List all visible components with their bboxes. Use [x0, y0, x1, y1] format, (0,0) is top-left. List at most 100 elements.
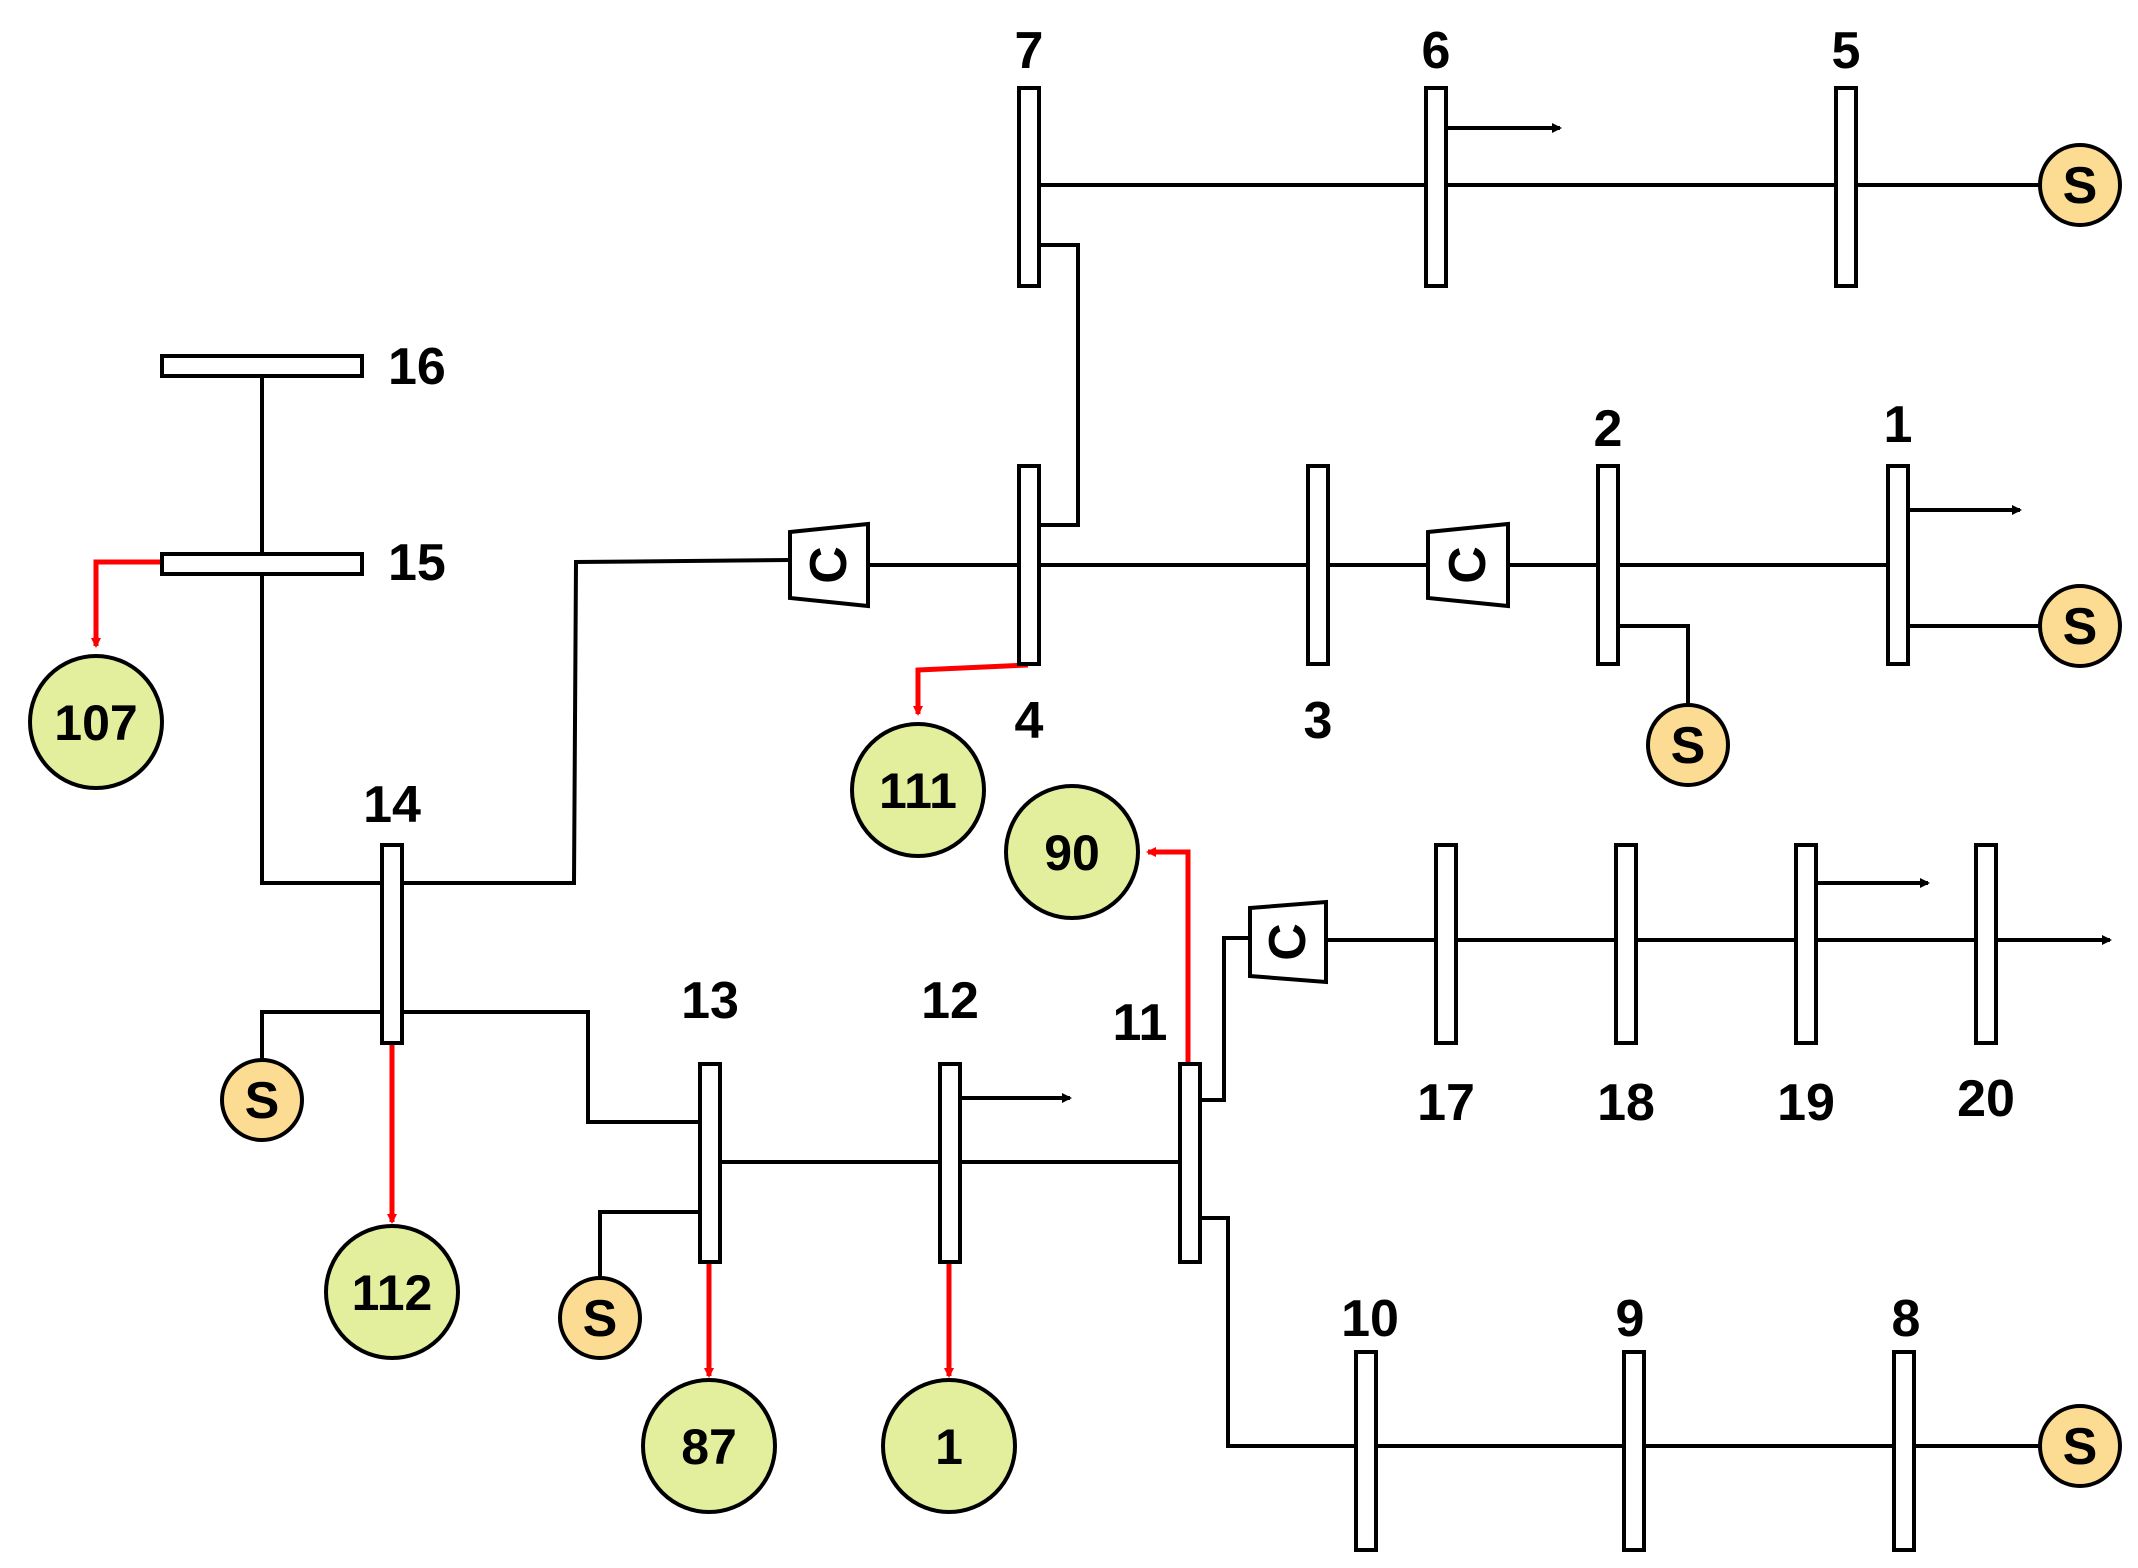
bus-label-16: 16: [388, 338, 446, 396]
compensator-label: C: [1259, 923, 1317, 961]
external-node-label: 112: [352, 1265, 433, 1321]
bus-label-15: 15: [388, 534, 446, 592]
bus-label-4: 4: [1015, 692, 1044, 750]
bus-9[interactable]: [1622, 1350, 1646, 1552]
external-node-label: 1: [935, 1419, 963, 1475]
external-node-label: 111: [879, 763, 957, 819]
bus-1[interactable]: [1886, 464, 1910, 666]
source-circle: [2038, 143, 2122, 227]
source-bus-5[interactable]: S: [2038, 143, 2122, 227]
line-14-c1: [392, 558, 791, 885]
external-node-90[interactable]: 90: [1004, 784, 1140, 920]
source-label: S: [2063, 1418, 2098, 1476]
bus-6[interactable]: [1424, 86, 1448, 288]
bus-19[interactable]: [1794, 843, 1818, 1045]
compensator-shape: [788, 521, 870, 609]
compensator-3-2[interactable]: C: [1426, 521, 1510, 609]
bus-16[interactable]: [160, 354, 364, 378]
bus-3[interactable]: [1306, 464, 1330, 666]
bus-13[interactable]: [698, 1062, 722, 1264]
bus-18[interactable]: [1614, 843, 1638, 1045]
external-node-circle: [850, 722, 986, 858]
bus-20[interactable]: [1974, 843, 1998, 1045]
bus-10[interactable]: [1354, 1350, 1378, 1552]
bus-17[interactable]: [1434, 843, 1458, 1045]
bus-label-7: 7: [1015, 22, 1044, 80]
source-label: S: [2063, 598, 2098, 656]
source-circle: [2038, 1404, 2122, 1488]
source-circle: [2038, 584, 2122, 668]
wires: [260, 123, 2112, 1448]
source-bus-8[interactable]: S: [2038, 1404, 2122, 1488]
tie-line-4-111: [913, 662, 1029, 716]
compensator-shape: [1248, 899, 1328, 985]
tie-line-11-90: [1146, 847, 1191, 1062]
line-7-4: [1035, 243, 1080, 527]
line-13-source: [598, 1210, 700, 1278]
source-label: S: [245, 1072, 280, 1130]
external-node-label: 107: [54, 695, 137, 751]
source-circle: [220, 1058, 304, 1142]
bus-4[interactable]: [1017, 464, 1041, 666]
bus-14[interactable]: [380, 843, 404, 1045]
external-node-circle: [324, 1224, 460, 1360]
compensators: C C C: [788, 521, 1510, 985]
bus-label-1: 1: [1884, 396, 1913, 454]
bus-labels: 7 6 5 16 15 4 3 2 1 14 13 12 11 17 18 19…: [363, 22, 2015, 1348]
line-16-14: [260, 372, 384, 885]
sources: S S S S S S: [220, 143, 2122, 1488]
bus-label-9: 9: [1616, 1290, 1645, 1348]
line-11-c3: [1198, 936, 1250, 1102]
line-2-source: [1612, 624, 1690, 705]
external-node-label: 87: [681, 1419, 737, 1475]
bus-label-11: 11: [1113, 994, 1168, 1052]
external-node-circle: [1004, 784, 1140, 920]
source-label: S: [1671, 717, 1706, 775]
source-bus-1[interactable]: S: [2038, 584, 2122, 668]
source-circle: [558, 1276, 642, 1360]
bus-label-14: 14: [363, 776, 421, 834]
external-node-111[interactable]: 111: [850, 722, 986, 858]
line-14-13: [392, 1010, 700, 1124]
bus-label-3: 3: [1304, 692, 1333, 750]
line-11-10: [1198, 1216, 1364, 1448]
line-14-source: [260, 1010, 384, 1060]
source-label: S: [583, 1290, 618, 1348]
buses: [160, 86, 1998, 1552]
bus-label-8: 8: [1892, 1290, 1921, 1348]
bus-8[interactable]: [1892, 1350, 1916, 1552]
compensator-label: C: [800, 546, 858, 584]
bus-label-19: 19: [1777, 1074, 1835, 1132]
source-circle: [1646, 703, 1730, 787]
source-bus-14[interactable]: S: [220, 1058, 304, 1142]
compensator-label: C: [1439, 546, 1497, 584]
bus-label-13: 13: [681, 972, 739, 1030]
external-node-1[interactable]: 1: [881, 1378, 1017, 1514]
bus-label-6: 6: [1422, 22, 1451, 80]
bus-label-20: 20: [1957, 1070, 2015, 1128]
external-nodes: 107 111 90 112 87 1: [28, 654, 1140, 1514]
compensator-shape: [1426, 521, 1510, 609]
external-node-107[interactable]: 107: [28, 654, 164, 790]
bus-12[interactable]: [938, 1062, 962, 1264]
bus-5[interactable]: [1834, 86, 1858, 288]
bus-label-12: 12: [921, 972, 979, 1030]
bus-7[interactable]: [1017, 86, 1041, 288]
bus-2[interactable]: [1596, 464, 1620, 666]
external-node-label: 90: [1044, 825, 1100, 881]
bus-15[interactable]: [160, 552, 364, 576]
bus-label-18: 18: [1597, 1074, 1655, 1132]
compensator-11-17[interactable]: C: [1248, 899, 1328, 985]
external-node-circle: [641, 1378, 777, 1514]
bus-label-17: 17: [1417, 1074, 1475, 1132]
external-node-87[interactable]: 87: [641, 1378, 777, 1514]
compensator-14-4[interactable]: C: [788, 521, 870, 609]
source-bus-2[interactable]: S: [1646, 703, 1730, 787]
external-node-112[interactable]: 112: [324, 1224, 460, 1360]
bus-11[interactable]: [1178, 1062, 1202, 1264]
tie-line-15-107: [91, 559, 162, 648]
external-node-circle: [28, 654, 164, 790]
external-node-circle: [881, 1378, 1017, 1514]
source-bus-13[interactable]: S: [558, 1276, 642, 1360]
